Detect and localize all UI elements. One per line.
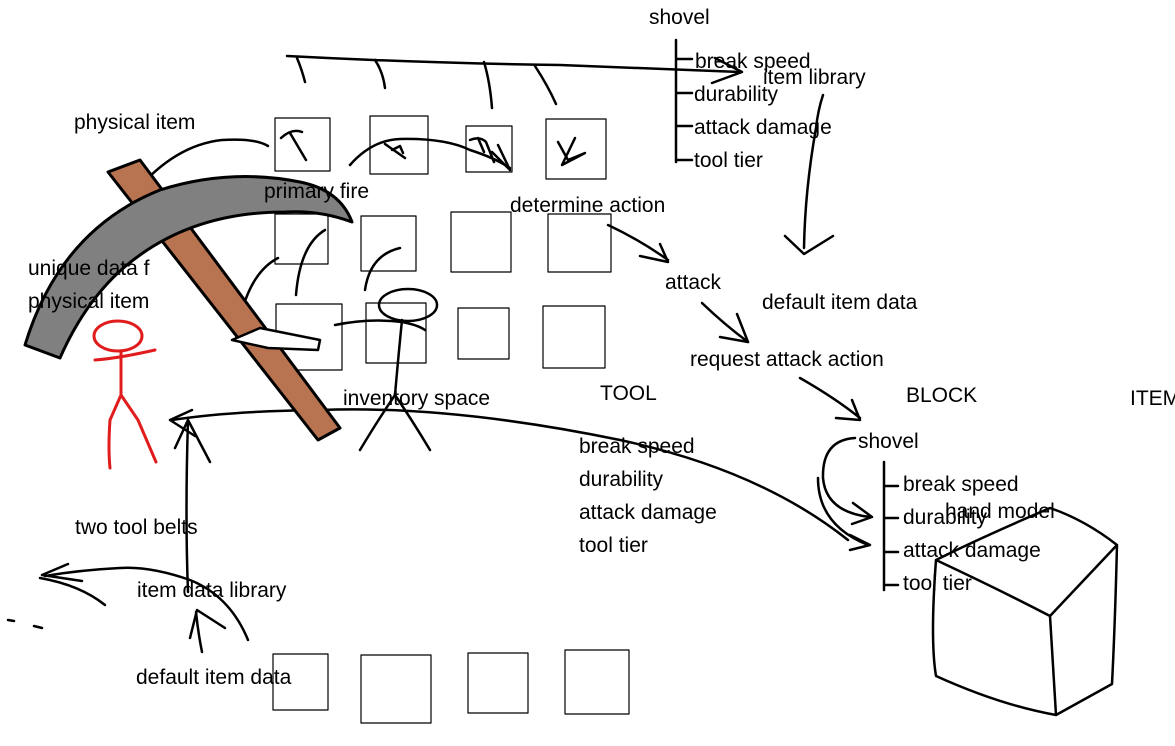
label-durability-right: durability xyxy=(903,506,988,529)
tool-belts-arrowhead xyxy=(40,562,84,583)
label-inventory-space: inventory space xyxy=(343,387,490,410)
tool-belt-tick-3 xyxy=(482,60,494,110)
label-tool: TOOL xyxy=(600,382,657,405)
label-unique-data: unique data f xyxy=(28,257,150,280)
library-to-figure-arrowhead xyxy=(173,418,212,464)
label-physical-item: physical item xyxy=(74,111,195,134)
tool-belts-arrow-tail xyxy=(38,576,107,607)
label-block: BLOCK xyxy=(906,384,977,407)
primary-fire-arrowhead xyxy=(490,143,512,172)
inventory-to-hand-arrow xyxy=(170,408,850,542)
red-stick-figure xyxy=(92,319,158,470)
tool-belt-line xyxy=(285,54,742,74)
slot-r3c2 xyxy=(365,302,427,364)
library-to-figure-arrow xyxy=(185,418,190,594)
request-to-shovel xyxy=(798,376,862,420)
tool-belt-tick-1 xyxy=(295,56,307,84)
label-physical-item-2: physical item xyxy=(28,290,149,313)
attack-to-request xyxy=(700,301,750,344)
physical-item-curve xyxy=(133,138,270,194)
slot-r3c3 xyxy=(457,307,510,360)
grab-stroke-2 xyxy=(294,228,327,297)
label-durability-mid: durability xyxy=(579,468,664,491)
sword-icon xyxy=(556,136,587,167)
label-item-data-library: item data library xyxy=(137,579,287,602)
shovel-curl-1 xyxy=(821,436,872,519)
scribble-dot-2 xyxy=(32,624,44,630)
label-durability-top: durability xyxy=(694,83,779,106)
label-request-attack-action: request attack action xyxy=(690,348,884,371)
slot-b1 xyxy=(272,653,329,711)
label-two-tool-belts: two tool belts xyxy=(75,516,198,539)
label-item-library: item library xyxy=(763,66,866,89)
black-stick-figure xyxy=(333,287,439,452)
label-attack: attack xyxy=(665,271,722,294)
label-attack-damage-right: attack damage xyxy=(903,539,1041,562)
slot-b4 xyxy=(564,649,630,715)
hoe-icon xyxy=(468,136,496,164)
tool-belt-tick-4 xyxy=(533,64,558,106)
label-determine-action: determine action xyxy=(510,194,665,217)
tool-belt-tick-2 xyxy=(373,58,387,90)
label-break-speed-right: break speed xyxy=(903,473,1019,496)
grab-stroke-3 xyxy=(363,246,402,292)
top-bracket xyxy=(674,38,694,164)
default-up-arrowhead xyxy=(188,608,227,640)
primary-fire-arrow xyxy=(348,137,512,170)
determine-to-attack-head xyxy=(638,242,670,264)
block-cube xyxy=(931,506,1119,717)
slot-r2c3 xyxy=(450,211,512,273)
label-break-speed-top: break speed xyxy=(695,50,811,73)
tool-belt-arrowhead xyxy=(710,56,744,85)
default-up-arrow xyxy=(194,610,204,654)
tool-belts-arrow xyxy=(43,566,250,642)
library-to-default-arrowhead xyxy=(783,234,835,256)
pickaxe-grip xyxy=(230,326,322,352)
slot-r1c4 xyxy=(545,118,607,180)
label-break-speed-mid: break speed xyxy=(579,435,695,458)
determine-to-attack xyxy=(606,223,670,262)
attack-to-request-head xyxy=(718,312,750,344)
request-to-shovel-head xyxy=(834,398,862,422)
label-tool-tier-mid: tool tier xyxy=(579,534,648,557)
pickaxe-head xyxy=(23,175,354,360)
scribble-dot-1 xyxy=(6,618,16,623)
slot-b2 xyxy=(360,654,432,724)
axe-icon xyxy=(383,142,407,160)
label-tool-tier-top: tool tier xyxy=(694,149,763,172)
shovel-curl-2-head xyxy=(848,533,872,552)
pickaxe-illustration xyxy=(23,158,354,442)
shovel-curl-1-head xyxy=(850,501,874,526)
label-shovel-right: shovel xyxy=(858,430,919,453)
label-default-item-data-right: default item data xyxy=(762,291,918,314)
slot-b3 xyxy=(467,652,529,714)
slot-r3c4 xyxy=(542,305,606,369)
pickaxe-icon xyxy=(279,129,308,162)
labels: shovel break speed item library durabili… xyxy=(28,6,1175,689)
label-tool-tier-right: tool tier xyxy=(903,572,972,595)
library-to-default-arrow xyxy=(802,93,825,250)
right-bracket xyxy=(882,460,900,592)
label-attack-damage-top: attack damage xyxy=(694,116,832,139)
slot-r2c4 xyxy=(547,213,612,273)
label-primary-fire: primary fire xyxy=(264,180,369,203)
inventory-grid xyxy=(272,115,630,724)
slot-r2c1 xyxy=(274,213,329,265)
slot-r2c2 xyxy=(360,215,417,272)
slot-r1c2 xyxy=(369,115,429,175)
label-attack-damage-mid: attack damage xyxy=(579,501,717,524)
label-item: ITEM xyxy=(1130,387,1175,410)
label-shovel-top: shovel xyxy=(649,6,710,29)
slot-r1c1 xyxy=(274,117,331,172)
label-hand-model: hand model xyxy=(945,500,1055,523)
shovel-curl-2 xyxy=(816,476,870,547)
label-default-item-data-bottom: default item data xyxy=(136,666,292,689)
